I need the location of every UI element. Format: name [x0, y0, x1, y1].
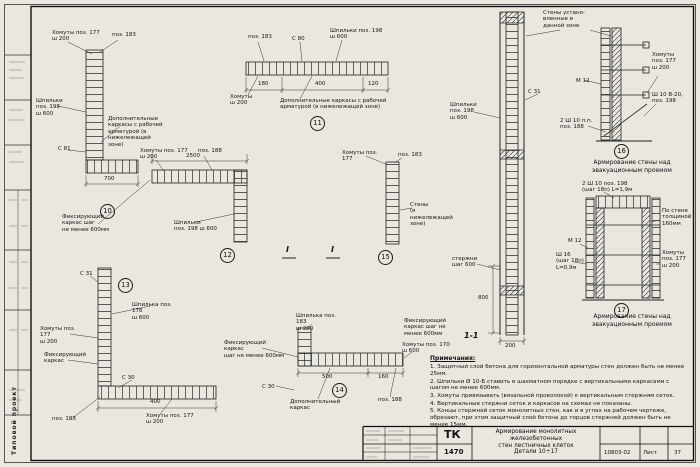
label-d17-m12: М 12 [568, 238, 582, 244]
note-item: 2. Шпильки Ø 10-Б ставить в шахматном по… [430, 378, 670, 392]
caption-d17: Армирование стены над эвакуационным прое… [592, 313, 672, 328]
detail-17-drawing [573, 191, 664, 301]
label-d14-c30: С 30 [262, 384, 275, 390]
title-block-code: ТК [444, 428, 461, 441]
note-item: 1. Защитный слой бетона для горизонтальн… [430, 364, 685, 377]
detail-12-bubble: 12 [220, 248, 235, 263]
dim-d11-180: 180 [258, 81, 269, 87]
left-strip-vertical-label: Типовой проект [11, 386, 18, 455]
title-block-subtitle: Детали 10÷17 [514, 449, 558, 455]
label-d10-c81: С 81 [58, 146, 71, 152]
label-d13-shpilka: Шпилька поз. 178 ш 600 [132, 302, 172, 321]
label-d10-shpilki: Шпильки поз. 198 ш 600 [36, 98, 63, 117]
title-block-doc-number: 10803-02 [604, 450, 631, 456]
label-d13-c30: С 30 [122, 375, 135, 381]
note-item: 4. Вертикальные стержни сеток и каркасов… [430, 400, 633, 407]
label-d17-po-stene: По стене толщиной 160мм [662, 208, 692, 227]
note-item: 3. Хомуты привязывать (вязальной проволо… [430, 393, 675, 399]
label-d13-khomuty: Хомуты поз. 177 ш 200 [40, 326, 76, 345]
label-d12-shpilki: Шпильки поз. 198 ш 600 [174, 220, 217, 233]
label-d13-khomuty2: Хомуты поз. 177 ш 200 [146, 413, 194, 426]
label-sec-c31: С 31 [528, 89, 541, 95]
label-d17-khomuty: Хомуты поз. 177 ш 200 [662, 250, 686, 269]
label-d11-khomuty: Хомуты ш 200 [230, 94, 253, 107]
section-mark-left: I [286, 245, 289, 254]
detail-16-drawing [583, 27, 659, 142]
sheet-frame [4, 4, 696, 463]
detail-11-drawing [243, 39, 391, 100]
notes-block: Примечания: 1. Защитный слой бетона для … [430, 355, 690, 430]
label-d11-shpilki: Шпильки поз. 198 ш 600 [330, 28, 383, 41]
label-d11-dop: Дополнительные каркасы с рабочей арматур… [280, 98, 387, 111]
detail-17-bubble: 17 [614, 303, 629, 318]
label-d15-steny: Стены (в нижележащей зоне) [410, 202, 453, 228]
label-d11-poz183: поз. 183 [248, 34, 272, 40]
label-d15-khomuty: Хомуты поз. 177 [342, 150, 378, 163]
title-block-lines [362, 425, 694, 461]
label-d10-khomuty: Хомуты поз. 177 ш 200 [52, 30, 100, 43]
label-d14-poz188: поз. 188 [378, 397, 402, 403]
label-sec-steny: Стены устано- вленные в данной зоне [543, 10, 585, 29]
dim-d11-120: 120 [368, 81, 379, 87]
detail-15-drawing [365, 155, 413, 245]
dim-d14-500: 500 [322, 374, 333, 380]
detail-10-drawing [57, 39, 141, 187]
label-d12-khomuty: Хомуты поз. 177 ш 200 [140, 148, 188, 161]
dim-sec-800: 800 [478, 295, 489, 301]
label-d13-poz183: поз. 183 [52, 416, 76, 422]
detail-14-drawing [261, 323, 413, 400]
section-mark-right: I [331, 245, 334, 254]
label-section-1-1: 1-1 [464, 331, 479, 340]
dim-sec-200: 200 [505, 343, 516, 349]
title-block-scribbles [366, 430, 431, 458]
label-d16-khomuty: Хомуты поз. 177 ш 200 [652, 52, 676, 71]
detail-10-bubble: 10 [100, 204, 115, 219]
label-d14-shpilka: Шпилька поз. 183 ш 200 [296, 313, 336, 332]
label-d15-poz183: поз. 183 [398, 152, 422, 158]
detail-13-drawing [67, 267, 219, 421]
label-d12-fixing: Фиксирующий каркас шаг не менее 600мм [62, 214, 110, 233]
note-item: 5. Концы стержней сеток монолитных стен,… [430, 408, 671, 428]
label-d10-poz183: поз. 183 [112, 32, 136, 38]
dim-d14-160: 160 [378, 374, 389, 380]
label-d14-khomuty: Хомуты поз. 170 ш 600 [402, 342, 450, 355]
title-block-sheet-label: Лист [643, 450, 657, 456]
label-d14-fixing2: Фиксирующий каркас шаг не менее 600мм [404, 318, 446, 337]
label-d13-fixing: Фиксирующий каркас [44, 352, 86, 365]
title-block-number: 1470 [444, 448, 464, 456]
section-1-1-drawing [473, 11, 612, 345]
label-sec-sterzhni: стержни шаг 600 [452, 256, 478, 269]
label-d13-c31: С 31 [80, 271, 93, 277]
label-d12-poz188: поз. 188 [198, 148, 222, 154]
dim-d13: 400 [150, 399, 161, 405]
title-block-title: Армирование монолитных железобетонных ст… [495, 429, 577, 450]
detail-12-drawing [97, 154, 250, 243]
notes-header: Примечания: [430, 355, 476, 362]
label-d16-2sh10: 2 Ш 10 п.п. поз. 188 [560, 118, 593, 131]
dim-d10: 700 [104, 176, 115, 182]
detail-14-bubble: 14 [332, 383, 347, 398]
label-d14-dop: Дополнительный каркас [290, 399, 341, 412]
label-d10-dop: Дополнительные каркасы с рабочей арматур… [108, 116, 163, 148]
left-strip-scribbles [9, 61, 28, 401]
dim-d11-400: 400 [315, 81, 326, 87]
detail-11-bubble: 11 [310, 116, 325, 131]
label-sec-shpilki: Шпильки поз. 198 ш 600 [450, 102, 477, 121]
detail-15-bubble: 15 [378, 250, 393, 265]
detail-13-bubble: 13 [118, 278, 133, 293]
label-d16-sh10: Ш 10 В-20, поз. 198 [652, 92, 683, 105]
label-d11-c80: С 80 [292, 36, 305, 42]
label-d16-m12: М 12 [576, 78, 590, 84]
label-d17-sh16: Ш 16 (шаг 18п) L=0,9м [556, 252, 584, 271]
caption-d16: Армирование стены над эвакуационным прое… [592, 159, 672, 174]
label-d17-2sh10: 2 Ш 10 поз. 198 (шаг 18п) L=1,9м [582, 181, 633, 194]
dim-d12: 2500 [186, 153, 200, 159]
label-d14-fixing1: Фиксирующий каркас шаг не менее 600мм [224, 340, 285, 359]
title-block-sheet-number: 37 [674, 450, 681, 456]
detail-16-bubble: 16 [614, 144, 629, 159]
